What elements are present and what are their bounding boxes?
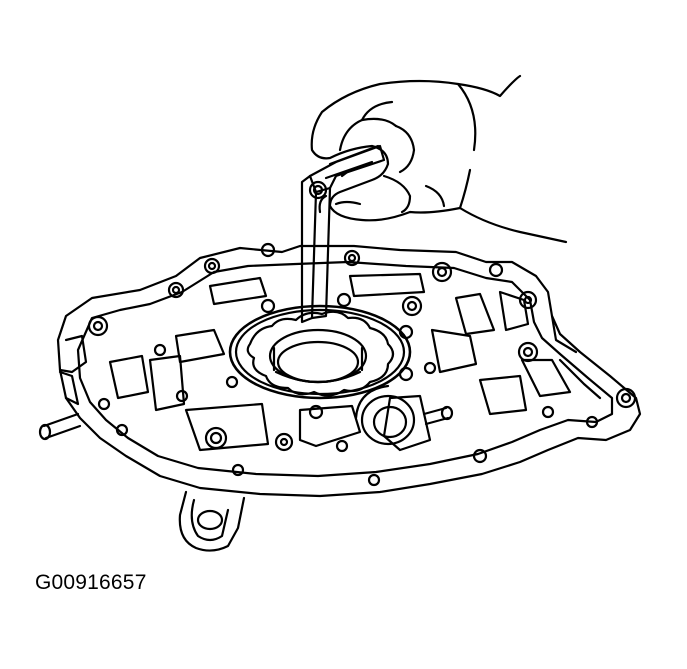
rotor-assembly	[228, 304, 412, 400]
left-dowel-pin	[38, 412, 82, 441]
pump-housing	[56, 244, 642, 498]
figure-code: G00916657	[35, 571, 147, 594]
relief-port	[354, 384, 416, 446]
outlet-pipe	[178, 490, 246, 552]
right-dowel-pin	[422, 405, 454, 426]
hand-icon	[310, 74, 568, 244]
internal-passages	[108, 272, 572, 452]
